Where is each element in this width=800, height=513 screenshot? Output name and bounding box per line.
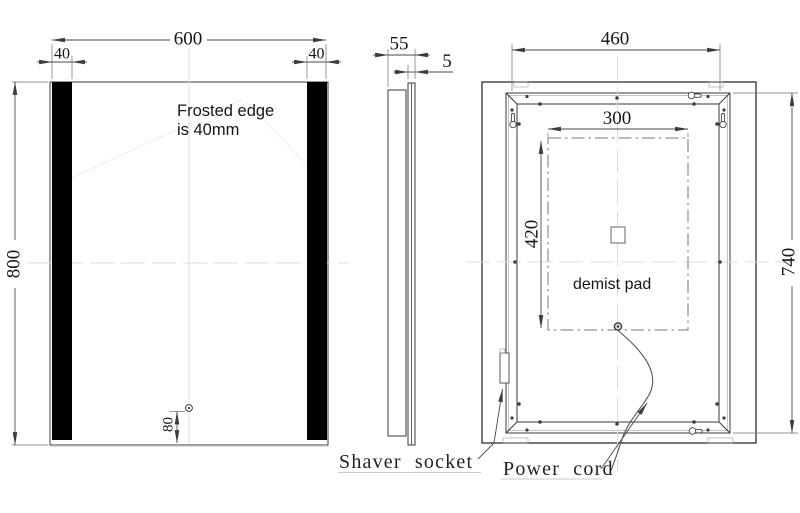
callouts: Shaver socket Power cord [338, 388, 648, 480]
dimension-glass-5: 5 [393, 51, 453, 75]
screw-dots [510, 94, 726, 432]
dim-text-40-left: 40 [54, 46, 70, 63]
dim-text-600: 600 [174, 29, 203, 50]
dimension-back-width-460: 460 [511, 29, 721, 91]
sensor-switch-icon [185, 404, 193, 412]
dimension-pad-width-300: 300 [547, 108, 689, 137]
dim-text-80: 80 [161, 417, 177, 432]
side-view: 55 5 [373, 34, 453, 446]
dim-text-740: 740 [779, 248, 800, 277]
demist-pad-label: demist pad [573, 276, 651, 293]
power-cord-leader [600, 402, 648, 470]
shaver-socket-label: Shaver socket [339, 451, 473, 473]
dimension-sensor-80: 80 [161, 411, 185, 444]
dimension-back-height-740: 740 [733, 92, 800, 434]
dimension-height-800: 800 [4, 81, 25, 446]
front-view: 600 40 40 800 80 [4, 29, 348, 447]
keyhole-bottom-right-icon [688, 427, 703, 435]
shaver-socket-box [499, 348, 510, 384]
keyhole-right-icon [719, 113, 727, 129]
back-view: demist pad 460 300 [466, 29, 800, 474]
dim-text-800: 800 [4, 250, 25, 279]
junction-box [610, 226, 626, 244]
keyhole-left-icon [509, 113, 517, 129]
dimension-width-600: 600 [51, 29, 327, 50]
dimension-pad-height-420: 420 [522, 140, 544, 329]
dim-text-300: 300 [603, 108, 632, 129]
side-backbox-outline [387, 89, 407, 437]
hanging-brackets [502, 81, 734, 444]
keyhole-top-right-icon [687, 91, 702, 100]
dim-text-460: 460 [601, 29, 630, 50]
shaver-socket-leader [477, 388, 503, 460]
dimension-frost-right-40: 40 [292, 46, 341, 65]
frosted-edge-note-line1: Frosted edge [177, 102, 274, 120]
dimension-depth-55: 55 [373, 34, 430, 58]
dim-text-420: 420 [522, 220, 543, 249]
frosted-strip-left [52, 82, 72, 440]
frosted-edge-note-line2: is 40mm [177, 121, 239, 139]
power-cord-label: Power cord [503, 458, 614, 480]
dimension-frost-left-40: 40 [37, 46, 87, 65]
dim-text-5: 5 [442, 51, 452, 72]
frosted-strip-right [307, 82, 327, 440]
dim-text-40-right: 40 [309, 46, 325, 63]
frame-corner-chamfers [505, 92, 731, 434]
dim-text-55: 55 [390, 34, 409, 55]
